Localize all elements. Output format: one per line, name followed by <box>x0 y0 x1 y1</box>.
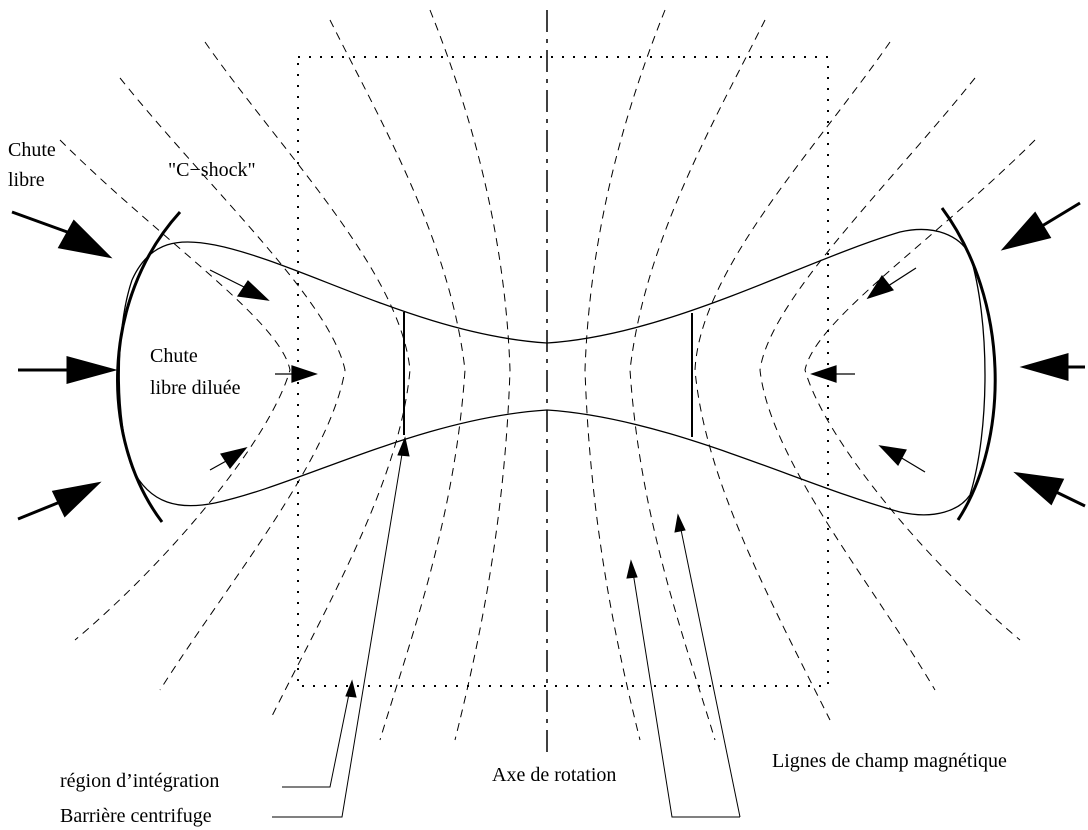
field-line-right-5 <box>804 139 1036 641</box>
diluted-arrowhead-right-top <box>866 274 895 300</box>
free-fall-arrow-left-bottom <box>17 500 61 521</box>
label-leaders <box>272 436 741 818</box>
diluted-arrow-right-top <box>887 267 917 287</box>
free-fall-label-line1: Chute <box>8 139 56 161</box>
leader-integration-arrowhead <box>345 679 357 698</box>
rotation-axis-label: Axe de rotation <box>492 764 616 786</box>
diluted-arrow-right-bottom <box>899 456 926 473</box>
free-fall-arrowhead-right-bottom <box>1013 471 1065 506</box>
free-fall-arrowhead-right-mid <box>1019 353 1069 381</box>
field-line-left-3 <box>204 41 411 721</box>
c-shock-left <box>116 210 182 523</box>
magnetic-field-lines <box>59 9 1036 741</box>
leader-field-arrowhead-a <box>626 559 638 579</box>
field-line-left-4 <box>119 77 346 691</box>
field-line-left-2 <box>329 19 466 741</box>
free-fall-arrowhead-left-top <box>57 219 113 259</box>
free-fall-arrowhead-left-bottom <box>51 481 102 518</box>
leader-field-line-b <box>678 519 741 818</box>
c-shock-label: "C−shock" <box>168 159 256 181</box>
field-line-left-5 <box>59 139 291 641</box>
field-line-right-1 <box>584 9 666 741</box>
leader-centrifugal-arrowhead <box>397 436 410 457</box>
leader-integration-region <box>282 683 352 788</box>
field-line-left-1 <box>429 9 511 741</box>
field-line-right-2 <box>629 19 766 741</box>
free-fall-arrow-left-top <box>11 210 71 235</box>
leader-centrifugal-barrier <box>272 441 405 818</box>
leader-field-line-a <box>631 565 740 818</box>
free-fall-arrowhead-right-top <box>1000 211 1052 251</box>
field-line-right-3 <box>694 41 891 721</box>
free-fall-arrowhead-left-mid <box>66 356 118 384</box>
diluted-free-fall-label-line2: libre diluée <box>150 377 241 399</box>
free-fall-arrow-right-top <box>1041 201 1081 228</box>
field-line-right-4 <box>759 77 976 691</box>
magnetic-field-lines-label: Lignes de champ magnétique <box>772 750 1007 772</box>
diluted-arrow-left-bottom <box>209 459 229 471</box>
envelope-lower <box>131 409 971 516</box>
diluted-free-fall-arrows <box>209 267 926 473</box>
diluted-arrowhead-left-top <box>236 280 270 301</box>
diluted-arrowhead-left-mid <box>291 365 318 383</box>
diluted-arrowhead-right-bottom <box>878 445 907 467</box>
free-fall-arrows <box>11 201 1086 521</box>
diluted-free-fall-label-line1: Chute <box>150 345 198 367</box>
centrifugal-barrier-label: Barrière centrifuge <box>60 805 212 827</box>
diluted-arrowhead-right-mid <box>810 365 837 383</box>
integration-region-label: région d’intégration <box>60 770 219 792</box>
diluted-arrow-left-top <box>209 269 251 291</box>
integration-region-box <box>297 56 829 687</box>
c-shock-right <box>940 207 997 521</box>
free-fall-label-line2: libre <box>8 169 45 191</box>
envelope-upper <box>131 228 971 344</box>
envelope-right-cap <box>969 254 986 496</box>
leader-field-arrowhead-b <box>674 513 686 533</box>
pseudo-disk-envelope <box>118 228 986 516</box>
diluted-arrowhead-left-bottom <box>220 447 248 470</box>
